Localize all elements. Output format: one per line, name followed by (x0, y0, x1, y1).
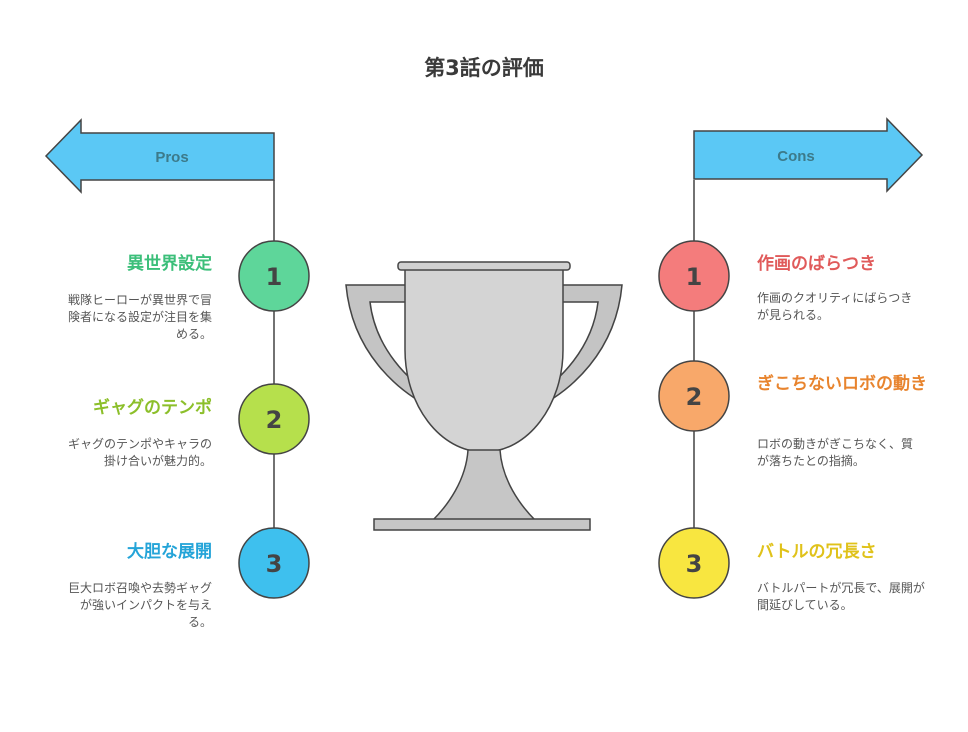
pros-number-2: 2 (266, 406, 283, 434)
cons-item-3-desc: バトルパートが冗長で、展開が間延びしている。 (757, 581, 925, 612)
pros-item-3-title: 大胆な展開 (127, 542, 212, 562)
cons-circle-1: 1 (658, 240, 730, 312)
pros-item-3-desc: 巨大ロボ召喚や去勢ギャグが強いインパクトを与える。 (67, 581, 212, 629)
cons-item-2-desc: ロボの動きがぎこちなく、質が落ちたとの指摘。 (757, 437, 914, 468)
pros-item-1-title: 異世界設定 (127, 254, 212, 274)
cons-item-2-title: ぎこちないロボの動き (757, 374, 927, 394)
pros-circle-2: 2 (238, 383, 310, 455)
cons-arrow: Cons (693, 117, 924, 193)
cons-item-1-desc: 作画のクオリティにばらつきが見られる。 (757, 291, 913, 322)
cons-circle-3: 3 (658, 527, 730, 599)
cons-item-1-title: 作画のばらつき (757, 254, 876, 274)
pros-item-1-desc: 戦隊ヒーローが異世界で冒険者になる設定が注目を集める。 (67, 293, 212, 341)
cons-item-3-title: バトルの冗長さ (757, 542, 877, 562)
cons-number-3: 3 (686, 550, 703, 578)
pros-circle-3: 3 (238, 527, 310, 599)
cons-number-1: 1 (686, 263, 703, 291)
pros-number-1: 1 (266, 263, 283, 291)
pros-label: Pros (155, 149, 188, 166)
cons-number-2: 2 (686, 383, 703, 411)
page-title: 第3話の評価 (424, 56, 544, 80)
pros-arrow: Pros (44, 118, 275, 194)
pros-item-2-desc: ギャグのテンポやキャラの掛け合いが魅力的。 (67, 437, 212, 468)
cons-label: Cons (777, 148, 815, 165)
trophy-icon (345, 261, 623, 531)
pros-circle-1: 1 (238, 240, 310, 312)
cons-circle-2: 2 (658, 360, 730, 432)
pros-number-3: 3 (266, 550, 283, 578)
pros-item-2-title: ギャグのテンポ (93, 398, 212, 418)
